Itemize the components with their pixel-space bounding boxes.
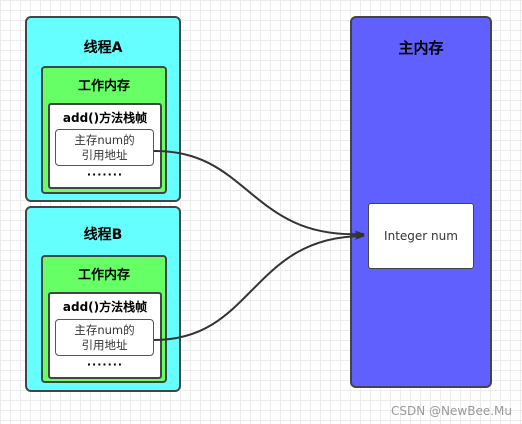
thread-a-stack-frame: add()方法栈帧 主存num的 引用地址 ······· <box>48 103 162 189</box>
thread-a-working-memory-title: 工作内存 <box>77 79 130 94</box>
thread-b-ref-line2: 引用地址 <box>81 337 128 352</box>
thread-a-ref-line1: 主存num的 <box>74 132 135 147</box>
arrow-thread-a-to-integer <box>153 149 365 239</box>
integer-num-object: Integer num <box>368 203 474 269</box>
thread-b-title: 线程B <box>83 227 123 243</box>
thread-a-num-reference: 主存num的 引用地址 <box>55 129 154 166</box>
main-memory-title: 主内存 <box>398 39 444 57</box>
thread-a-ref-line2: 引用地址 <box>81 147 128 162</box>
main-memory-box: 主内存 Integer num <box>350 16 492 388</box>
thread-b-working-memory-title: 工作内存 <box>77 268 130 283</box>
thread-a-ellipsis: ······· <box>86 168 124 181</box>
thread-a-working-memory: 工作内存 add()方法栈帧 主存num的 引用地址 ······· <box>41 66 167 194</box>
thread-a-box: 线程A 工作内存 add()方法栈帧 主存num的 引用地址 ······· <box>25 16 181 202</box>
thread-b-num-reference: 主存num的 引用地址 <box>55 319 154 356</box>
thread-a-stack-frame-title: add()方法栈帧 <box>62 111 148 125</box>
thread-b-stack-frame-title: add()方法栈帧 <box>62 300 148 314</box>
thread-b-box: 线程B 工作内存 add()方法栈帧 主存num的 引用地址 ······· <box>25 206 181 392</box>
thread-b-ref-line1: 主存num的 <box>74 322 135 337</box>
thread-a-title: 线程A <box>83 40 123 56</box>
arrow-thread-b-to-integer <box>153 232 365 341</box>
csdn-watermark: CSDN @NewBee.Mu <box>391 404 512 418</box>
thread-b-ellipsis: ······· <box>86 358 124 371</box>
thread-b-working-memory: 工作内存 add()方法栈帧 主存num的 引用地址 ······· <box>41 255 167 383</box>
thread-b-stack-frame: add()方法栈帧 主存num的 引用地址 ······· <box>48 292 162 379</box>
